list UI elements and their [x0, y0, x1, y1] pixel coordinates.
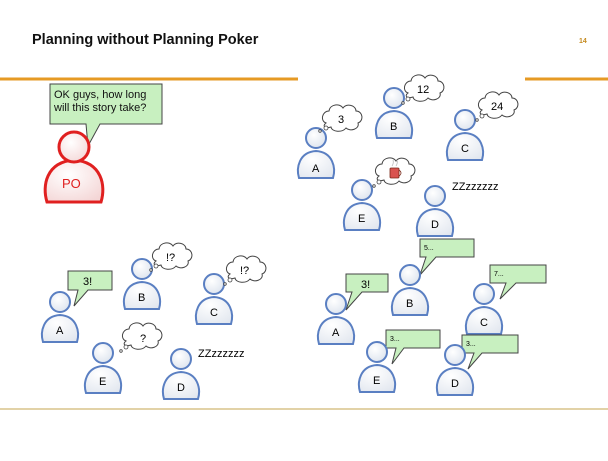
- person-c-label: C: [210, 307, 218, 319]
- po-label: PO: [62, 176, 81, 191]
- po-question-line1: OK guys, how long: [54, 89, 146, 101]
- b-speech-text: 5...: [424, 245, 434, 252]
- person-d-label: D: [431, 219, 439, 231]
- person-e-label: E: [373, 375, 380, 387]
- po-question-bubble: OK guys, how long will this story take?: [49, 83, 163, 148]
- b-thought-text: !?: [166, 252, 175, 264]
- page-number: 14: [579, 38, 587, 45]
- d-snore-text: ZZzzzzzz: [198, 348, 244, 360]
- a-thought-text: 3: [338, 114, 344, 126]
- c-speech-text: 7...: [494, 271, 504, 278]
- person-c-label: C: [461, 143, 469, 155]
- person-b-label: B: [390, 121, 397, 133]
- person-d-label: D: [451, 378, 459, 390]
- a-speech-text: 3!: [361, 279, 370, 291]
- po-person: PO: [43, 130, 105, 204]
- person-b-label: B: [406, 298, 413, 310]
- c-thought-text: 24: [491, 101, 503, 113]
- slide-title: Planning without Planning Poker: [32, 32, 259, 48]
- po-question-line2: will this story take?: [53, 102, 146, 114]
- person-e-label: E: [99, 376, 106, 388]
- b-thought-text: 12: [417, 84, 429, 96]
- e-speech-text: 3...: [390, 336, 400, 343]
- person-d-label: D: [177, 382, 185, 394]
- person-e-label: E: [358, 213, 365, 225]
- d-snore-text: ZZzzzzzz: [452, 181, 498, 193]
- a-speech-text: 3!: [83, 276, 92, 288]
- coffee-mug-icon: [389, 159, 402, 179]
- scene-thinking: A 3 B 12 C 24 E: [296, 74, 519, 237]
- e-thought-text: ?: [140, 333, 146, 345]
- person-c-label: C: [480, 317, 488, 329]
- person-a-label: A: [332, 327, 340, 339]
- d-speech-text: 3...: [466, 341, 476, 348]
- scene-confused: 3! A B !? C !? E ? D: [40, 242, 267, 400]
- person-a-label: A: [56, 325, 64, 337]
- person-a-label: A: [312, 163, 320, 175]
- person-b-label: B: [138, 292, 145, 304]
- c-thought-text: !?: [240, 265, 249, 277]
- scene-anchored: 5... B 3! A 7... C 3... E 3... D: [316, 238, 547, 396]
